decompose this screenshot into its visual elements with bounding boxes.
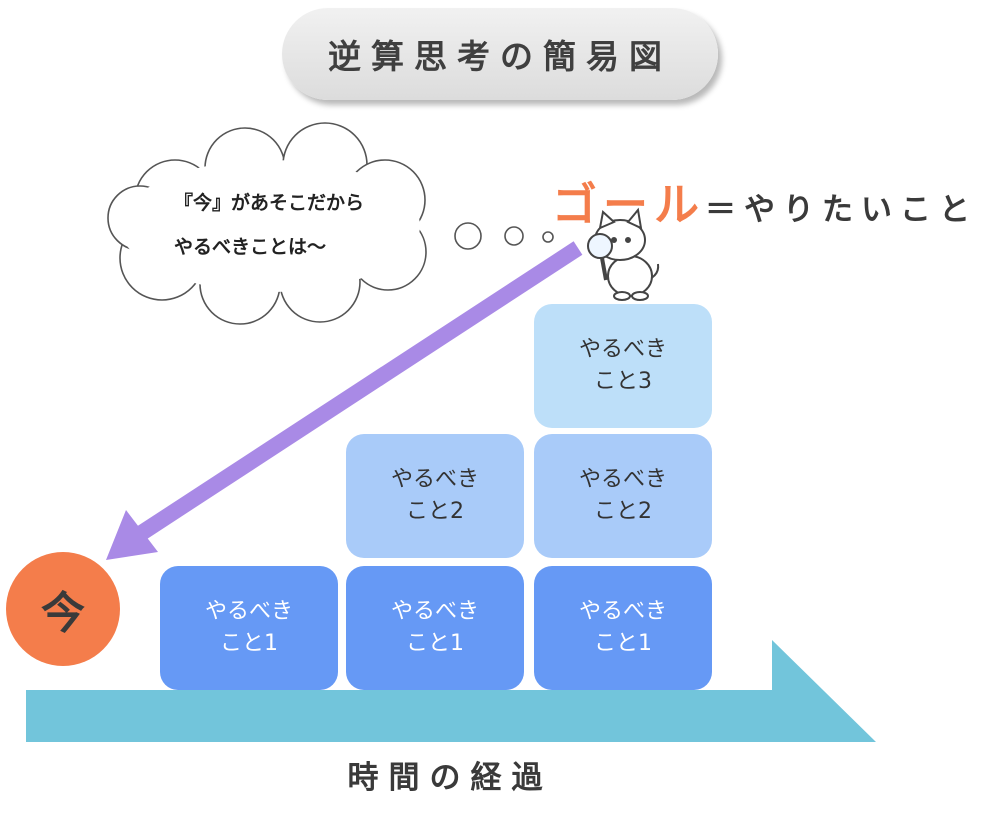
task-block-3: やるべきこと3 (534, 304, 712, 428)
cat-with-magnifier-icon (587, 207, 660, 301)
backcast-arrow-head (106, 510, 158, 560)
task-block-1: やるべきこと1 (160, 566, 338, 690)
goal-word: ゴール (552, 178, 706, 231)
task-block-label: こと2 (593, 499, 652, 524)
task-block-label: こと2 (405, 499, 464, 524)
task-block-1: やるべきこと1 (534, 566, 712, 690)
task-block-label: やるべき (204, 599, 293, 624)
task-block-label: やるべき (578, 599, 667, 624)
title-banner: 逆算思考の簡易図 (282, 8, 718, 100)
time-arrow (26, 640, 876, 742)
task-block-2: やるべきこと2 (534, 434, 712, 558)
task-block-label: こと1 (405, 631, 464, 656)
goal-heading: ゴール＝やりたいこと (552, 168, 978, 233)
task-block-label: やるべき (390, 599, 479, 624)
time-axis-label: 時間の経過 (347, 760, 553, 796)
task-block-label: やるべき (578, 337, 667, 362)
thought-dot-small (542, 231, 554, 243)
thought-dot-large (454, 222, 482, 250)
task-block-label: やるべき (578, 467, 667, 492)
now-label: 今 (41, 588, 85, 639)
thought-line-1: 『今』があそこだから (174, 192, 365, 214)
task-block-label: こと1 (593, 631, 652, 656)
goal-description: ＝やりたいこと (705, 192, 979, 228)
task-block-1: やるべきこと1 (346, 566, 524, 690)
diagram-title: 逆算思考の簡易図 (328, 37, 672, 76)
thought-dot-medium (504, 226, 524, 246)
thought-cloud-fill (120, 160, 420, 292)
task-block-label: やるべき (390, 467, 479, 492)
now-circle: 今 (6, 552, 120, 666)
task-block-label: こと3 (593, 369, 652, 394)
thought-line-2: やるべきことは〜 (174, 236, 327, 258)
task-block-label: こと1 (219, 631, 278, 656)
backcast-arrow-shaft (135, 241, 583, 541)
task-block-2: やるべきこと2 (346, 434, 524, 558)
